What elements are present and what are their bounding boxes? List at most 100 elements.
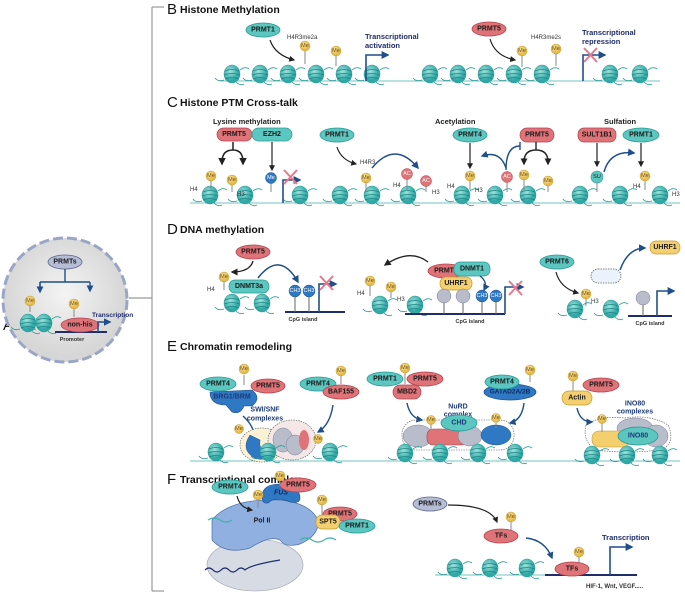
svg-text:CH3: CH3 xyxy=(303,288,314,294)
svg-text:PRMT4: PRMT4 xyxy=(306,381,330,388)
me-mark: Me xyxy=(205,170,217,190)
transcription-label: Transcription xyxy=(92,312,133,319)
me-mark: Me xyxy=(385,281,397,298)
svg-text:Me: Me xyxy=(575,549,583,555)
panel-a: A PRMTs Me Me non-his Transcription Prom… xyxy=(1,236,133,364)
svg-text:SPT5: SPT5 xyxy=(319,519,337,526)
svg-text:PRMT5: PRMT5 xyxy=(328,511,352,518)
svg-text:AC: AC xyxy=(503,174,511,180)
tf: TFs xyxy=(483,528,519,544)
me-mark: Me xyxy=(550,43,562,66)
svg-text:Me: Me xyxy=(427,417,435,423)
svg-text:Me: Me xyxy=(337,368,345,374)
svg-text:CH3: CH3 xyxy=(476,293,487,299)
substrate-non-his: non-his xyxy=(60,317,100,333)
ac-mark: AC xyxy=(420,175,432,192)
cell-membrane xyxy=(1,236,129,364)
svg-text:TFs: TFs xyxy=(566,566,579,573)
me-mark: Me xyxy=(238,363,250,385)
svg-text:Me: Me xyxy=(569,373,577,379)
svg-text:PRMT6: PRMT6 xyxy=(545,259,569,266)
svg-text:PRMT4: PRMT4 xyxy=(490,379,514,386)
svg-text:PRMT1: PRMT1 xyxy=(251,27,275,34)
svg-text:AC: AC xyxy=(422,178,430,184)
me-mark: Me xyxy=(24,295,36,312)
svg-text:PRMT1: PRMT1 xyxy=(373,376,397,383)
svg-text:Me: Me xyxy=(276,473,284,479)
svg-text:PRMT5: PRMT5 xyxy=(525,132,549,139)
svg-text:CHD: CHD xyxy=(451,420,466,427)
activation-arrow-icon xyxy=(365,51,390,81)
uhrf1: UHRF1 xyxy=(439,276,473,291)
enzyme-prmts: PRMTs xyxy=(412,496,448,512)
promoter-label: Promoter xyxy=(60,337,85,343)
bracket xyxy=(129,6,164,592)
svg-text:Lysine methylation: Lysine methylation xyxy=(213,117,281,126)
svg-text:FUS: FUS xyxy=(274,490,288,497)
svg-text:PRMT5: PRMT5 xyxy=(222,131,246,138)
enzyme-sult1b1: SULT1B1 xyxy=(577,127,617,143)
svg-text:Me: Me xyxy=(582,291,590,297)
svg-text:MBD2: MBD2 xyxy=(397,389,417,396)
svg-text:NuRD: NuRD xyxy=(448,404,467,411)
svg-text:Me: Me xyxy=(401,365,409,371)
enzyme-prmt5: PRMT5 xyxy=(406,371,444,387)
ino80-core: INO80 xyxy=(617,426,659,446)
svg-text:Me: Me xyxy=(492,415,500,421)
svg-text:complexes: complexes xyxy=(247,416,283,423)
svg-text:E: E xyxy=(167,338,177,355)
me-mark: Me xyxy=(491,413,501,428)
svg-text:PRMT5: PRMT5 xyxy=(589,382,613,389)
svg-text:CH3: CH3 xyxy=(490,293,501,299)
svg-text:Me: Me xyxy=(235,426,243,432)
ch3-mark: CH3 xyxy=(288,284,302,312)
ch3-mark: CH3 xyxy=(302,284,316,312)
baf155: BAF155 xyxy=(322,384,360,400)
enzyme-prmt1: PRMT1 xyxy=(338,518,376,534)
svg-text:H3: H3 xyxy=(237,192,245,198)
me-mark: Me xyxy=(218,271,230,290)
block-cross-icon xyxy=(319,275,334,291)
svg-text:EZH2: EZH2 xyxy=(263,131,281,138)
actin: Actin xyxy=(561,390,593,406)
svg-text:PRMTs: PRMTs xyxy=(418,501,441,508)
svg-text:PRMT5: PRMT5 xyxy=(477,26,501,33)
ac-mark: AC xyxy=(401,168,413,190)
panel-b-letter: B xyxy=(167,1,177,18)
svg-text:H4: H4 xyxy=(447,184,455,190)
svg-text:HIF-1, Wnt, VEGF.....: HIF-1, Wnt, VEGF..... xyxy=(586,584,643,590)
me-mark: Me xyxy=(299,40,311,64)
me-mark: Me xyxy=(518,169,530,190)
brg1-brm: BRG1/BRM xyxy=(209,389,258,414)
enzyme-prmt1: PRMT1 xyxy=(366,371,404,387)
pol-ii xyxy=(211,499,319,551)
svg-text:H3: H3 xyxy=(591,299,599,305)
dnmt3a: DNMT3a xyxy=(228,279,270,294)
svg-text:Me: Me xyxy=(70,301,78,307)
me-mark: Me xyxy=(252,489,264,508)
svg-text:Me: Me xyxy=(526,367,534,373)
svg-text:H4: H4 xyxy=(393,183,401,189)
spt5: SPT5 xyxy=(315,514,341,530)
svg-text:Me: Me xyxy=(362,175,370,181)
svg-text:Me: Me xyxy=(26,298,34,304)
svg-text:BAF155: BAF155 xyxy=(328,389,354,396)
enzyme-prmt1: PRMT1 xyxy=(319,127,355,143)
enzyme-dnmt1: DNMT1 xyxy=(453,261,491,277)
svg-text:D: D xyxy=(167,221,178,238)
svg-text:Me: Me xyxy=(466,173,474,179)
svg-text:complexes: complexes xyxy=(617,409,653,416)
svg-text:BRG1/BRM: BRG1/BRM xyxy=(213,394,251,401)
svg-text:CH3: CH3 xyxy=(289,288,300,294)
ac-mark: AC xyxy=(501,171,513,192)
svg-text:PRMT5: PRMT5 xyxy=(434,268,458,275)
svg-text:Transcription: Transcription xyxy=(602,533,650,542)
enzyme-prmt5: PRMT5 xyxy=(519,127,555,143)
svg-text:H3: H3 xyxy=(672,192,680,198)
svg-text:Me: Me xyxy=(220,274,228,280)
svg-text:PRMTs: PRMTs xyxy=(53,259,76,266)
enzyme-prmt5: PRMT5 xyxy=(235,244,271,260)
me-mark: Me xyxy=(399,362,411,384)
me-mark: Me xyxy=(516,45,528,67)
cpg-site xyxy=(436,288,452,314)
